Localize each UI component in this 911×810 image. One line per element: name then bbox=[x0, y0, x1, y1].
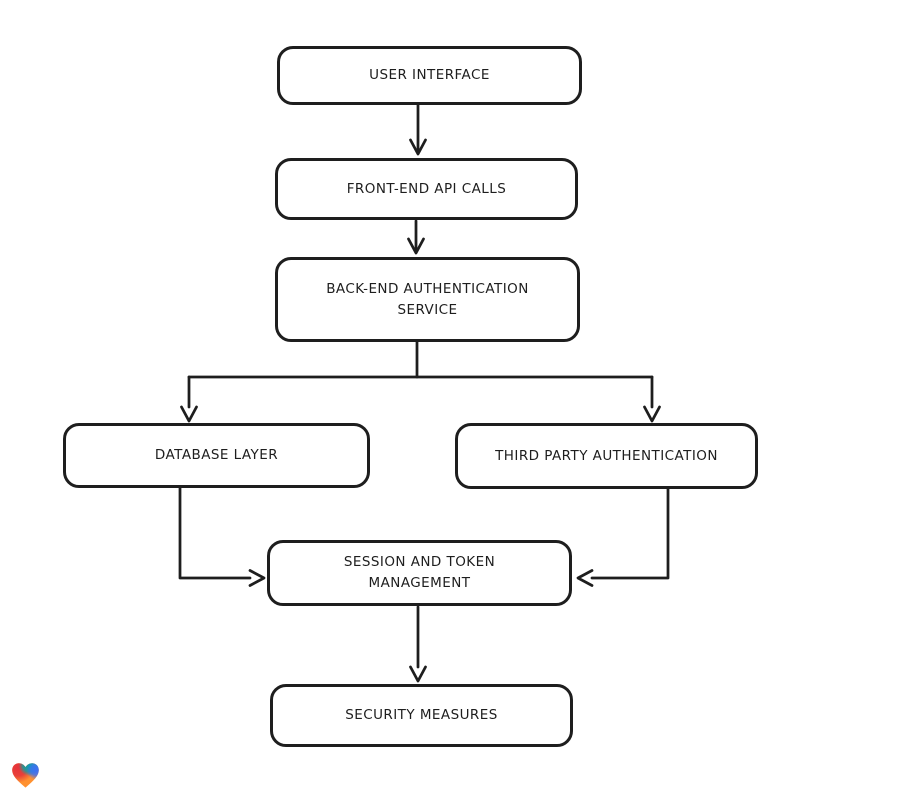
edge-back-end-branch bbox=[180, 339, 661, 423]
edge-third-party-to-session bbox=[576, 487, 670, 587]
node-label: DATABASE LAYER bbox=[154, 447, 279, 464]
node-database-layer: DATABASE LAYER bbox=[63, 423, 370, 488]
node-label: FRONT-END API CALLS bbox=[346, 180, 507, 197]
edge-database-to-session bbox=[178, 486, 266, 587]
node-label: SECURITY MEASURES bbox=[345, 707, 498, 724]
edge-user-interface-to-front-end bbox=[409, 103, 427, 156]
edge-front-end-to-back-end bbox=[407, 219, 425, 255]
node-back-end-authentication-service: BACK-END AUTHENTICATION SERVICE bbox=[275, 257, 580, 342]
node-label: USER INTERFACE bbox=[369, 67, 490, 84]
node-third-party-authentication: THIRD PARTY AUTHENTICATION bbox=[455, 423, 758, 489]
node-label: BACK-END AUTHENTICATION SERVICE bbox=[326, 280, 529, 318]
node-user-interface: USER INTERFACE bbox=[277, 46, 582, 105]
edge-session-to-security bbox=[409, 605, 427, 683]
node-session-and-token-management: SESSION AND TOKEN MANAGEMENT bbox=[267, 540, 572, 606]
heart-icon bbox=[12, 763, 39, 788]
node-security-measures: SECURITY MEASURES bbox=[270, 684, 573, 747]
node-label: THIRD PARTY AUTHENTICATION bbox=[495, 447, 718, 464]
node-front-end-api-calls: FRONT-END API CALLS bbox=[275, 158, 578, 220]
node-label: SESSION AND TOKEN MANAGEMENT bbox=[343, 554, 496, 591]
lovable-heart-logo[interactable] bbox=[11, 761, 40, 790]
